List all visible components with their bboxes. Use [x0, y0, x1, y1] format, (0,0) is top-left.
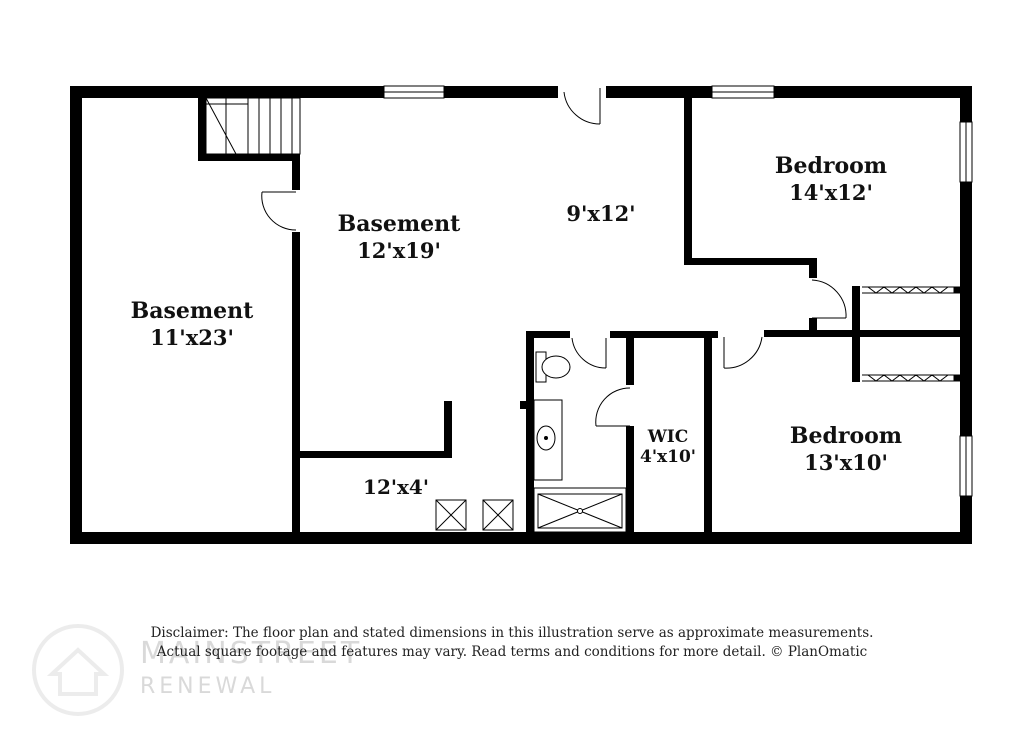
room-name-basement-left: Basement	[131, 298, 255, 324]
room-name-wic: WIC	[647, 427, 689, 447]
room-dims-bedroom-top: 14'x12'	[789, 180, 873, 205]
room-name-basement-main: Basement	[338, 211, 462, 237]
room-name-bedroom-top: Bedroom	[775, 153, 887, 179]
toilet	[535, 351, 571, 383]
window	[959, 121, 973, 183]
floor-fixture	[435, 499, 467, 531]
window	[711, 85, 775, 99]
watermark-brand-line1: MAINSTREET	[140, 636, 363, 671]
disclaimer-line1: Disclaimer: The floor plan and stated di…	[150, 625, 874, 641]
window	[959, 435, 973, 497]
floor-fixture	[482, 499, 514, 531]
room-dims-9x12: 9'x12'	[566, 201, 635, 226]
staircase	[198, 97, 301, 161]
closet-doors	[862, 286, 961, 382]
room-dims-basement-main: 12'x19'	[357, 238, 441, 263]
room-dims-12x4: 12'x4'	[363, 475, 429, 499]
window	[383, 85, 445, 99]
room-dims-wic: 4'x10'	[640, 447, 696, 467]
entry-door	[563, 88, 601, 125]
door-swings	[261, 191, 847, 427]
shower	[533, 487, 627, 533]
room-dims-bedroom-bottom: 13'x10'	[804, 450, 888, 475]
mainstreet-renewal-logo-icon	[32, 624, 124, 716]
watermark-brand-line2: RENEWAL	[140, 674, 276, 699]
sink-vanity	[533, 399, 563, 481]
disclaimer-line2: Actual square footage and features may v…	[156, 644, 868, 660]
room-dims-basement-left: 11'x23'	[150, 325, 234, 350]
interior-walls	[292, 98, 962, 536]
room-name-bedroom-bottom: Bedroom	[790, 423, 902, 449]
floor-plan: Basement 11'x23' Basement 12'x19' 9'x12'…	[70, 85, 973, 544]
